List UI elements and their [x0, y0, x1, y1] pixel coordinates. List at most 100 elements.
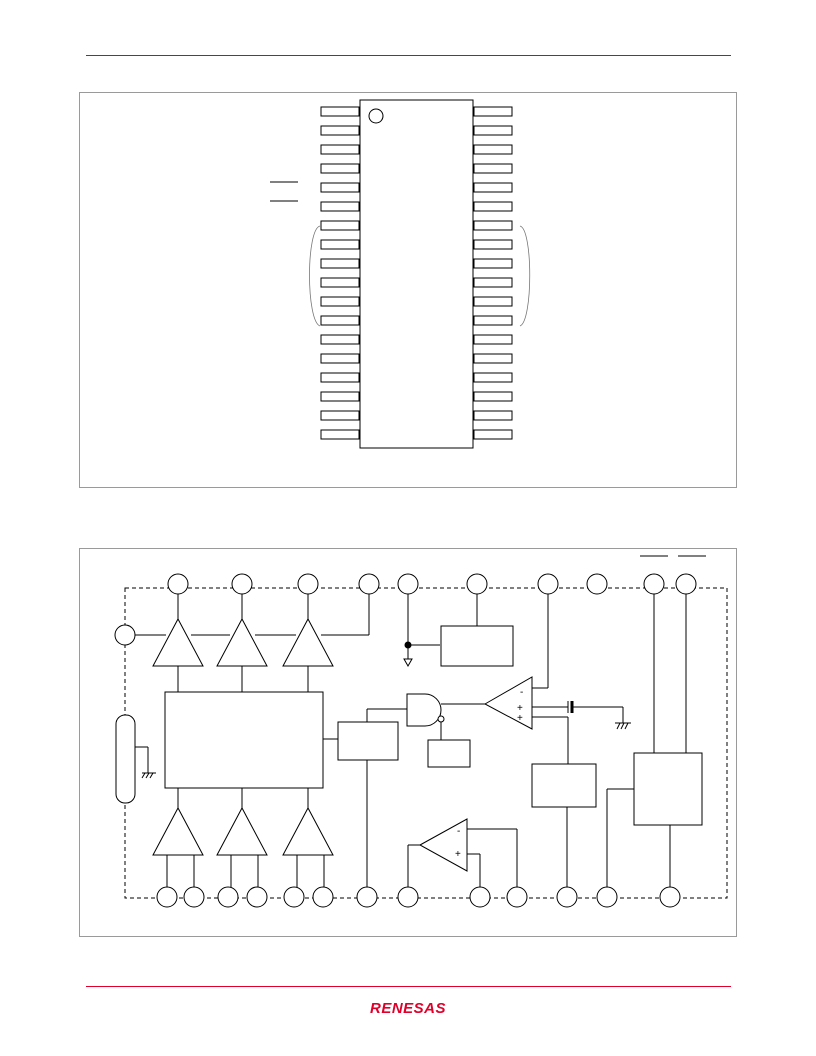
pin-right [473, 182, 513, 193]
comparator-minus: - [520, 687, 523, 698]
pin-terminal [537, 573, 559, 595]
pin-terminal [659, 886, 681, 908]
pin-left [320, 220, 360, 231]
pin-right [473, 106, 513, 117]
comparator [483, 676, 533, 730]
regulator-block [531, 763, 597, 808]
pin-terminal [167, 573, 189, 595]
amplifier-up [216, 617, 268, 667]
pin-terminal [283, 886, 305, 908]
pin-terminal [675, 573, 697, 595]
pin-left [320, 125, 360, 136]
pin-left [320, 372, 360, 383]
pin-right [473, 429, 513, 440]
pin-terminal [312, 886, 334, 908]
pin-left [320, 106, 360, 117]
pin-arrangement-diagram [270, 99, 531, 449]
pin-left [320, 239, 360, 250]
pin-terminal [217, 886, 239, 908]
pin-right [473, 239, 513, 250]
capsule-component [115, 714, 136, 804]
pin-left [320, 334, 360, 345]
main-block [164, 691, 324, 789]
wire [620, 722, 625, 730]
pin-left [320, 315, 360, 326]
pin-right [473, 258, 513, 269]
pin-right [473, 163, 513, 174]
header-rule [86, 55, 731, 56]
block-diagram-panel: -++-+ [79, 548, 737, 937]
opamp-plus: + [455, 849, 461, 860]
wire [145, 772, 150, 779]
pin-right [473, 353, 513, 364]
pin-terminal [643, 573, 665, 595]
pin-right [473, 220, 513, 231]
pin-terminal [596, 886, 618, 908]
output-block [633, 752, 703, 826]
pin-right [473, 144, 513, 155]
logic-block [440, 625, 514, 667]
pin-left [320, 163, 360, 174]
bracket-left [309, 225, 321, 327]
pin-terminal [246, 886, 268, 908]
pin-left [320, 258, 360, 269]
opamp-minus: - [457, 826, 460, 837]
pin-right [473, 410, 513, 421]
pin1-index-mark [368, 108, 384, 124]
amplifier-down [216, 806, 268, 856]
pin-right [473, 334, 513, 345]
pin-terminal [506, 886, 528, 908]
wire [616, 722, 621, 730]
bracket-right [519, 225, 531, 327]
comparator-plus: + [517, 713, 523, 724]
amplifier-down [152, 806, 204, 856]
footer-rule [86, 986, 731, 987]
wire [624, 722, 629, 730]
pin-left [320, 144, 360, 155]
pin-left [320, 182, 360, 193]
block-diagram: -++-+ [114, 555, 728, 908]
pin-left [320, 277, 360, 288]
wire [149, 772, 154, 779]
pin-left [320, 410, 360, 421]
amplifier-down [282, 806, 334, 856]
pin-left [320, 201, 360, 212]
pin-terminal [358, 573, 380, 595]
ic-package-body [359, 99, 474, 449]
renesas-logo: RENESAS [0, 1000, 816, 1018]
control-block [337, 721, 399, 761]
pin-terminal [466, 573, 488, 595]
comparator-plus: + [517, 703, 523, 714]
pin-left [320, 296, 360, 307]
pin-terminal [114, 624, 136, 646]
ground-arrow [403, 658, 413, 668]
pin-terminal [556, 886, 578, 908]
pin-left [320, 353, 360, 364]
pin-terminal [586, 573, 608, 595]
pin-right [473, 296, 513, 307]
op-amp [418, 818, 468, 872]
pin-right [473, 277, 513, 288]
small-block [427, 739, 471, 768]
pin-terminal [356, 886, 378, 908]
pin-terminal [297, 573, 319, 595]
nand-gate [406, 693, 442, 727]
amplifier-up [282, 617, 334, 667]
pin-left [320, 391, 360, 402]
nand-bubble [437, 715, 445, 723]
pin-terminal [397, 573, 419, 595]
pin-right [473, 372, 513, 383]
wire [141, 772, 146, 779]
pin-right [473, 315, 513, 326]
pin-arrangement-panel [79, 92, 737, 488]
pin-terminal [397, 886, 419, 908]
pin-terminal [183, 886, 205, 908]
pin-right [473, 201, 513, 212]
amplifier-up [152, 617, 204, 667]
pin-terminal [469, 886, 491, 908]
pin-terminal [156, 886, 178, 908]
logo-text: RENESAS [369, 1000, 447, 1017]
pin-left [320, 429, 360, 440]
pin-right [473, 125, 513, 136]
pin-right [473, 391, 513, 402]
